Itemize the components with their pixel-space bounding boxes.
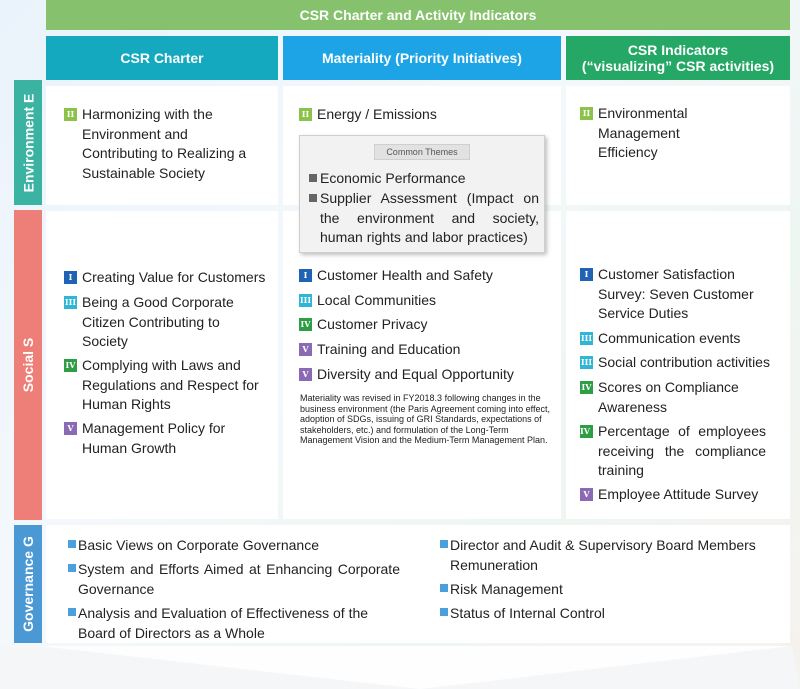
social-indicator-item: III Social contribution activities [580, 354, 770, 370]
common-theme-item: Supplier Assessment (Impact on the envir… [309, 189, 539, 248]
social-charter-item: V Management Policy for Human Growth [64, 419, 239, 458]
social-charter-item: IV Complying with Laws and Regulations a… [64, 357, 259, 412]
social-indicator-item: IV Percentage of employees receiving the… [580, 423, 766, 478]
square-bullet-icon [440, 540, 448, 548]
roman-badge-icon: II [299, 108, 312, 121]
square-bullet-icon [68, 564, 76, 572]
roman-badge-icon: IV [580, 381, 593, 394]
roman-badge-icon: V [299, 343, 312, 356]
social-materiality-item: I Customer Health and Safety [299, 266, 549, 286]
roman-badge-icon: V [580, 488, 593, 501]
social-indicator-item: V Employee Attitude Survey [580, 485, 780, 505]
square-bullet-icon [309, 194, 317, 202]
roman-badge-icon: II [64, 108, 77, 121]
roman-badge-icon: I [580, 268, 593, 281]
common-themes-title: Common Themes [374, 144, 470, 160]
social-materiality-item: V Training and Education [299, 340, 549, 360]
governance-item: Director and Audit & Supervisory Board M… [440, 535, 770, 575]
roman-badge-icon: I [299, 269, 312, 282]
common-themes-box: Common Themes Economic Performance Suppl… [299, 135, 545, 253]
title-bar: CSR Charter and Activity Indicators [46, 0, 790, 30]
square-bullet-icon [309, 174, 317, 182]
cell-environment-indicators [566, 86, 790, 205]
row-label-social: Social S [14, 210, 42, 520]
roman-badge-icon: III [580, 332, 593, 345]
column-header-indicators: CSR Indicators (“visualizing” CSR activi… [566, 36, 790, 80]
square-bullet-icon [440, 608, 448, 616]
roman-badge-icon: II [580, 107, 593, 120]
roman-badge-icon: IV [64, 359, 77, 372]
column-header-materiality: Materiality (Priority Initiatives) [283, 36, 561, 80]
social-indicator-item: IV Scores on Compliance Awareness [580, 379, 739, 415]
roman-badge-icon: V [64, 422, 77, 435]
row-label-environment: Environment E [14, 80, 42, 205]
governance-item: Analysis and Evaluation of Effectiveness… [68, 603, 408, 643]
cell-social-charter [46, 211, 278, 519]
roman-badge-icon: IV [299, 318, 312, 331]
square-bullet-icon [68, 608, 76, 616]
roman-badge-icon: I [64, 271, 77, 284]
governance-item: System and Efforts Aimed at Enhancing Co… [68, 559, 400, 599]
square-bullet-icon [440, 584, 448, 592]
roman-badge-icon: III [580, 356, 593, 369]
governance-item: Basic Views on Corporate Governance [68, 535, 408, 555]
env-materiality-item: II Energy / Emissions [299, 105, 539, 125]
roman-badge-icon: III [64, 296, 77, 309]
social-charter-item: I Creating Value for Customers [64, 268, 269, 288]
social-materiality-item: III Local Communities [299, 292, 437, 308]
cell-social-materiality [283, 211, 561, 519]
social-materiality-item: V Diversity and Equal Opportunity [299, 365, 554, 385]
env-charter-item: II Harmonizing with the Environment and … [64, 105, 264, 183]
social-indicator-item: I Customer Satisfaction Survey: Seven Cu… [580, 265, 760, 324]
cell-governance [46, 525, 790, 643]
social-indicator-item: III Communication events [580, 330, 741, 346]
column-header-charter: CSR Charter [46, 36, 278, 80]
square-bullet-icon [68, 540, 76, 548]
materiality-revision-note: Materiality was revised in FY2018.3 foll… [300, 393, 550, 445]
roman-badge-icon: IV [580, 425, 593, 438]
governance-item: Status of Internal Control [440, 603, 770, 623]
social-materiality-item: IV Customer Privacy [299, 316, 428, 332]
roman-badge-icon: V [299, 368, 312, 381]
row-label-governance: Governance G [14, 525, 42, 643]
governance-item: Risk Management [440, 579, 770, 599]
social-charter-item: III Being a Good Corporate Citizen Contr… [64, 294, 234, 349]
chart-title: CSR Charter and Activity Indicators [299, 7, 537, 23]
common-theme-item: Economic Performance [309, 169, 539, 189]
cell-social-indicators [566, 211, 790, 519]
cell-environment-charter [46, 86, 278, 205]
env-indicators-item: II Environmental Management Efficiency [580, 104, 710, 163]
roman-badge-icon: III [299, 294, 312, 307]
